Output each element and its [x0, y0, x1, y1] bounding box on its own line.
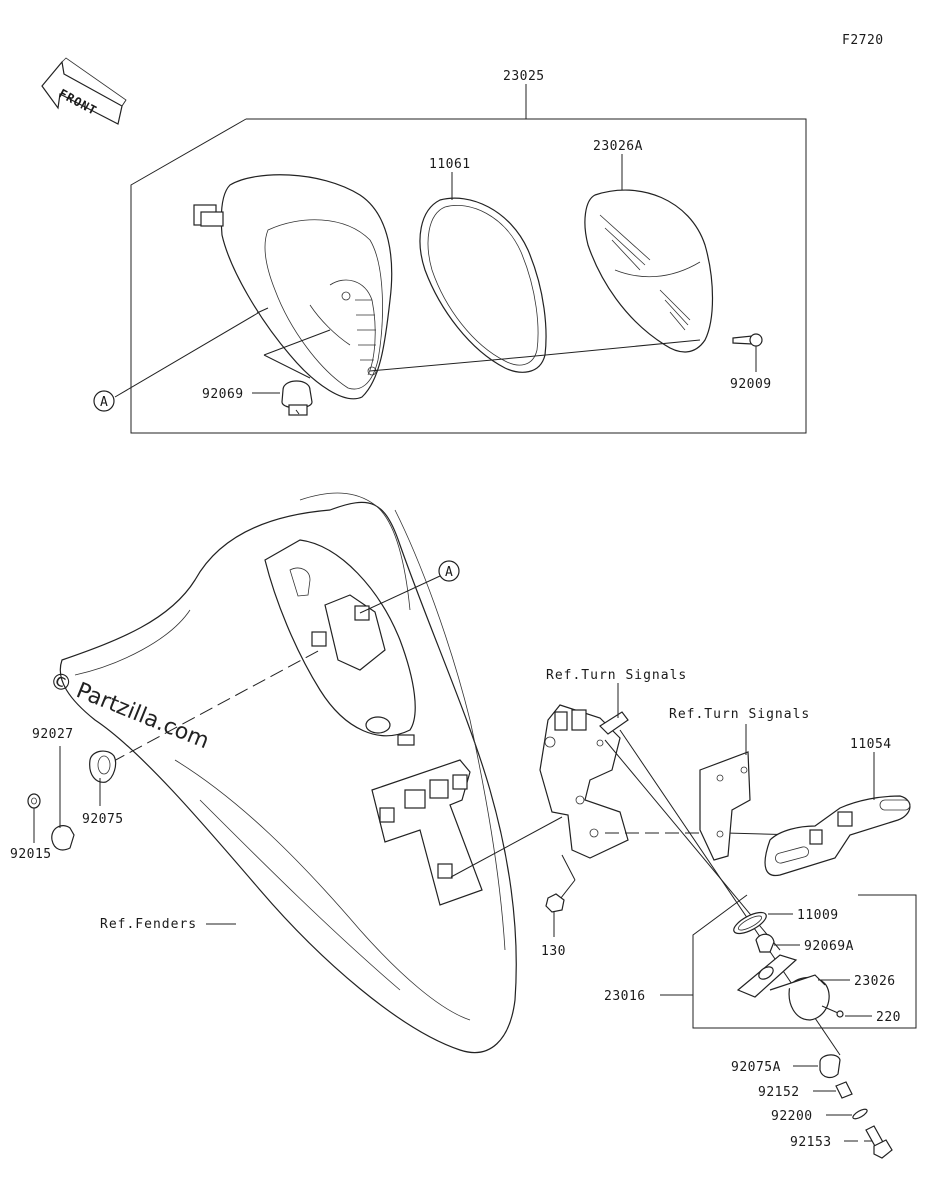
part-label-92200: 92200 — [771, 1109, 813, 1124]
bulb-92069A: 92069A — [755, 933, 854, 954]
part-label-92153: 92153 — [790, 1135, 832, 1150]
ref-turn-signals-1-label: Ref.Turn Signals — [546, 668, 687, 683]
ref-fenders-label: Ref.Fenders — [100, 917, 197, 932]
license-lamp-box: 23016 — [604, 894, 917, 1029]
lens-23026A: 23026A — [584, 139, 714, 353]
part-label-92069: 92069 — [202, 387, 244, 402]
bolt-130: 130 — [541, 893, 566, 959]
collar-92152: 92152 — [758, 1081, 853, 1100]
part-label-23016: 23016 — [604, 989, 646, 1004]
tail-lamp-assembly-box: 23025 — [130, 69, 807, 434]
ref-fenders: Ref.Fenders — [100, 917, 236, 932]
bracket-11054: 11054 — [764, 737, 911, 877]
part-label-92015: 92015 — [10, 847, 52, 862]
screw-92009: 92009 — [730, 333, 772, 392]
part-label-92027: 92027 — [32, 727, 74, 742]
grommet-92027: 92027 — [32, 727, 75, 851]
part-label-23026A: 23026A — [593, 139, 643, 154]
tail-lamp-housing — [193, 174, 393, 400]
figure-code: F2720 — [842, 33, 884, 48]
part-label-130: 130 — [541, 944, 566, 959]
part-label-23026: 23026 — [854, 974, 896, 989]
part-label-92009: 92009 — [730, 377, 772, 392]
callout-a-top-label: A — [100, 395, 108, 410]
front-arrow-icon: FRONT — [41, 57, 127, 125]
part-label-11009: 11009 — [797, 908, 839, 923]
callout-a-bottom-label: A — [445, 565, 453, 580]
callout-a-bottom: A — [359, 560, 460, 614]
gasket-11061: 11061 — [419, 157, 547, 373]
screw-220: 220 — [821, 1005, 901, 1025]
bolt-92153: 92153 — [790, 1125, 893, 1159]
turn-signal-bracket-plate: Ref.Turn Signals — [669, 707, 810, 861]
ref-turn-signals-2-label: Ref.Turn Signals — [669, 707, 810, 722]
part-label-11061: 11061 — [429, 157, 471, 172]
part-label-92069A: 92069A — [804, 939, 854, 954]
grommet-92075: 92075 — [82, 750, 124, 827]
grommet-92075A: 92075A — [731, 1054, 841, 1079]
license-bracket: Ref.Turn Signals — [539, 668, 687, 859]
part-label-92152: 92152 — [758, 1085, 800, 1100]
gasket-11009: 11009 — [733, 908, 839, 935]
part-label-11054: 11054 — [850, 737, 892, 752]
washer-92200: 92200 — [771, 1108, 868, 1124]
bulb-92069: 92069 — [202, 380, 313, 416]
license-lamp-23026: 23026 — [736, 954, 896, 1021]
rear-fender — [59, 492, 517, 1054]
part-label-92075A: 92075A — [731, 1060, 781, 1075]
assembly-leader-lines — [114, 312, 701, 398]
nut-92015: 92015 — [10, 793, 52, 862]
part-label-220: 220 — [876, 1010, 901, 1025]
part-label-23025: 23025 — [503, 69, 545, 84]
part-label-92075: 92075 — [82, 812, 124, 827]
callout-a-top: A — [93, 390, 115, 412]
